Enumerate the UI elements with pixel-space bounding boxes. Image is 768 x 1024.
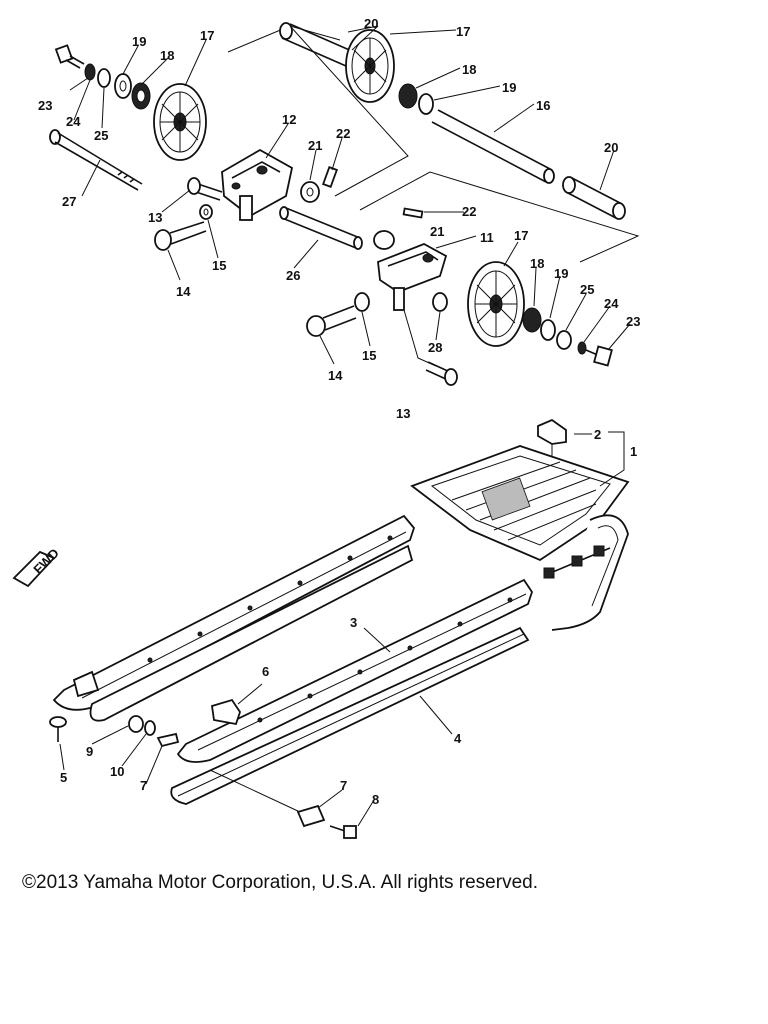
copyright-notice: ©2013 Yamaha Motor Corporation, U.S.A. A…	[22, 872, 538, 893]
spacer-19-upper-right	[418, 93, 434, 115]
washer-25-left	[97, 68, 111, 88]
callout-21b: 21	[430, 224, 444, 239]
callout-25a: 25	[94, 128, 108, 143]
bearing-18-upper-right	[398, 83, 418, 109]
clip-7-left	[156, 732, 180, 748]
callout-15b: 15	[362, 348, 376, 363]
callout-20b: 20	[604, 140, 618, 155]
pin-22-upper	[322, 166, 338, 188]
callout-21a: 21	[308, 138, 322, 153]
callout-11: 11	[480, 230, 494, 245]
slide-rail-3	[176, 578, 533, 763]
shaft-16	[431, 109, 555, 184]
callout-8: 8	[372, 792, 379, 807]
spacer-19-lower-right	[540, 319, 556, 341]
callout-28: 28	[428, 340, 442, 355]
callout-2: 2	[594, 427, 601, 442]
callout-12: 12	[282, 112, 296, 127]
callout-13a: 13	[148, 210, 162, 225]
fwd-arrow-icon: FWD	[12, 545, 62, 588]
callout-16: 16	[536, 98, 550, 113]
callout-18a: 18	[160, 48, 174, 63]
nut-15-lower	[354, 292, 370, 312]
spacer-19-left	[114, 73, 132, 99]
callout-24a: 24	[66, 114, 81, 129]
nut-9	[128, 715, 144, 733]
callout-22a: 22	[336, 126, 350, 141]
shaft-26	[279, 206, 363, 250]
callout-18c: 18	[530, 256, 544, 271]
callout-22b: 22	[462, 204, 476, 219]
callout-4: 4	[454, 731, 462, 746]
callout-19a: 19	[132, 34, 146, 49]
leader-lines	[59, 25, 631, 827]
nut-21-upper	[300, 181, 320, 203]
clip-7-bottom	[209, 769, 326, 828]
callout-23a: 23	[38, 98, 52, 113]
bolt-13-lower	[403, 309, 458, 386]
roller-20-upper	[279, 22, 355, 67]
wheel-17-left	[153, 83, 207, 161]
bracket-12	[221, 148, 294, 221]
nut-15-upper	[199, 204, 213, 220]
washer-25-right	[556, 330, 572, 350]
callout-6: 6	[262, 664, 269, 679]
washer-10	[144, 720, 156, 736]
wheel-17-lower-right	[467, 261, 525, 347]
screw-5	[49, 716, 67, 742]
callout-18b: 18	[462, 62, 476, 77]
bolt-14-upper	[154, 221, 207, 251]
bracket-11	[377, 243, 448, 311]
slide-rail-left	[52, 514, 416, 722]
left-hub-stack	[54, 44, 151, 110]
callout-23b: 23	[626, 314, 640, 329]
callout-1: 1	[630, 444, 637, 459]
bolt-23-right	[585, 345, 613, 367]
callout-24b: 24	[604, 296, 619, 311]
callout-labels: 1 2 3 4 5 6 7 7 8 9 10 11 12 13 13 14 14…	[38, 16, 640, 807]
washer-24-left	[84, 63, 96, 81]
bolt-8	[329, 825, 357, 839]
callout-20a: 20	[364, 16, 378, 31]
callout-25b: 25	[580, 282, 594, 297]
slide-runner-4	[170, 626, 530, 805]
callout-17a: 17	[200, 28, 214, 43]
pin-22-lower	[402, 207, 424, 219]
bolt-14-lower	[306, 305, 357, 337]
callout-5: 5	[60, 770, 67, 785]
bolt-13-upper	[187, 177, 223, 201]
nut-21-lower	[373, 230, 395, 250]
callout-19b: 19	[502, 80, 516, 95]
callout-7a: 7	[140, 778, 147, 793]
callout-17c: 17	[514, 228, 528, 243]
callout-14b: 14	[328, 368, 343, 383]
callout-27: 27	[62, 194, 76, 209]
callout-7b: 7	[340, 778, 347, 793]
callout-14a: 14	[176, 284, 191, 299]
bearing-18-lower-right	[522, 307, 542, 333]
fwd-label: FWD	[30, 545, 62, 577]
callout-15a: 15	[212, 258, 226, 273]
exploded-parts-diagram: FWD	[12, 16, 640, 839]
frame-1	[410, 445, 630, 631]
callout-10: 10	[110, 764, 124, 779]
callout-26: 26	[286, 268, 300, 283]
clip-6	[210, 698, 241, 726]
callout-19c: 19	[554, 266, 568, 281]
bolt-23-left	[54, 44, 85, 69]
callout-9: 9	[86, 744, 93, 759]
callout-17b: 17	[456, 24, 470, 39]
callout-3: 3	[350, 615, 357, 630]
nut-28	[432, 292, 448, 312]
roller-20-right	[562, 176, 626, 220]
callout-13b: 13	[396, 406, 410, 421]
wheel-17-upper-right	[345, 29, 395, 103]
washer-24-right	[577, 341, 587, 355]
